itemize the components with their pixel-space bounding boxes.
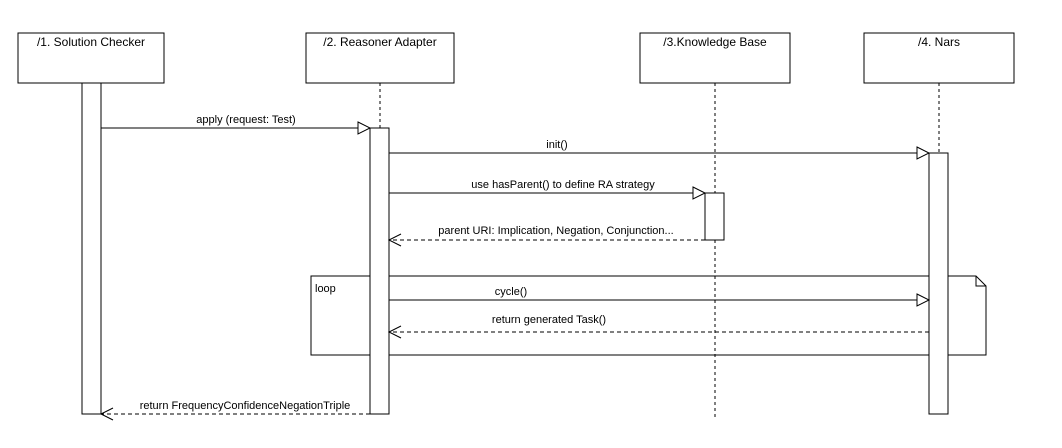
message-init-label: init() [546, 139, 567, 151]
message-generated-task-return: return generated Task() [387, 314, 929, 339]
message-init: init() [389, 139, 931, 160]
activation-reasoner-adapter [369, 127, 390, 415]
loop-fragment: loop [310, 275, 987, 356]
message-parent-uri-arrowhead [387, 233, 402, 247]
lifeline-head-nars [863, 32, 1015, 84]
activation-nars [928, 152, 949, 415]
lifeline-label-reasoner-adapter: /2. Reasoner Adapter [323, 35, 436, 49]
lifeline-solution-checker: /1. Solution Checker [17, 32, 165, 84]
activation-solution-checker [81, 82, 102, 415]
message-cycle-label: cycle() [495, 286, 527, 298]
message-has-parent-arrowhead [692, 186, 707, 200]
loop-label: loop [315, 283, 336, 295]
message-generated-task-arrowhead [387, 325, 402, 339]
message-triple-arrowhead [99, 407, 114, 421]
message-init-arrowhead [916, 146, 931, 160]
lifeline-nars: /4. Nars [863, 32, 1015, 153]
message-triple-label: return FrequencyConfidenceNegationTriple [140, 400, 351, 412]
message-has-parent: use hasParent() to define RA strategy [389, 179, 707, 200]
message-generated-task-label: return generated Task() [492, 314, 606, 326]
lifeline-label-solution-checker: /1. Solution Checker [37, 35, 145, 49]
lifeline-label-nars: /4. Nars [918, 35, 960, 49]
message-triple-return: return FrequencyConfidenceNegationTriple [99, 400, 370, 421]
lifeline-head-solution-checker [17, 32, 165, 84]
message-parent-uri-return: parent URI: Implication, Negation, Conju… [387, 225, 705, 247]
message-apply: apply (request: Test) [101, 114, 372, 135]
message-cycle: cycle() [389, 286, 931, 307]
message-cycle-arrowhead [916, 293, 931, 307]
lifeline-label-knowledge-base: /3.Knowledge Base [663, 35, 767, 49]
message-has-parent-label: use hasParent() to define RA strategy [471, 179, 655, 191]
lifeline-knowledge-base: /3.Knowledge Base [639, 32, 791, 418]
lifeline-reasoner-adapter: /2. Reasoner Adapter [305, 32, 455, 128]
loop-frame-corner [975, 276, 986, 287]
loop-frame [310, 275, 987, 356]
message-apply-arrowhead [357, 121, 372, 135]
lifeline-head-reasoner-adapter [305, 32, 455, 84]
activation-knowledge-base [704, 192, 725, 241]
message-apply-label: apply (request: Test) [196, 114, 295, 126]
message-parent-uri-label: parent URI: Implication, Negation, Conju… [438, 225, 673, 237]
